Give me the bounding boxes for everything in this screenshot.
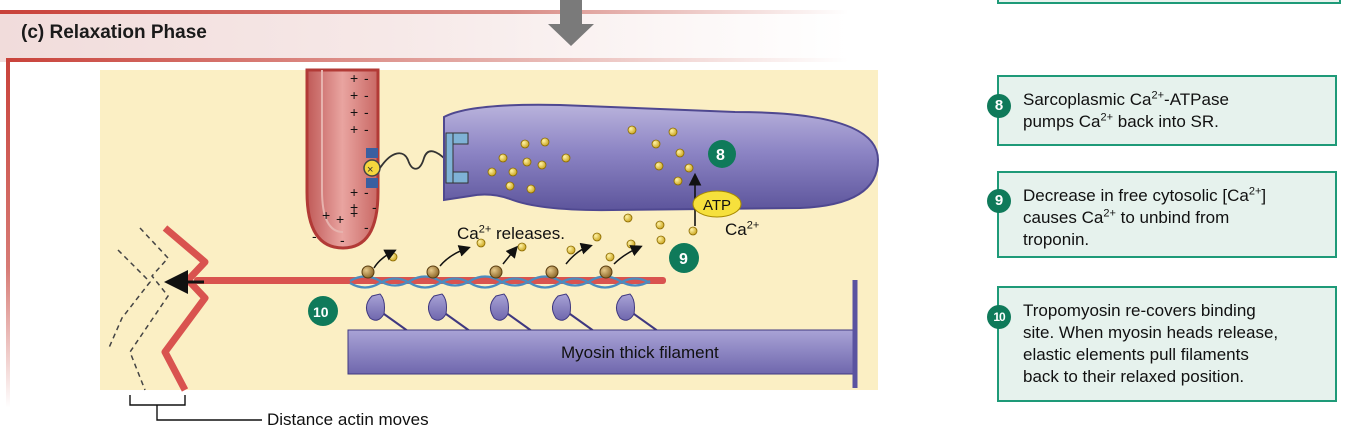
left-rule (6, 58, 10, 408)
svg-text:-: - (364, 70, 369, 86)
svg-text:-: - (364, 184, 369, 200)
svg-text:+: + (350, 104, 358, 120)
troponin-complexes (361, 265, 613, 279)
distance-leader (156, 405, 262, 421)
svg-text:-: - (340, 232, 345, 248)
z-line-relaxed-outline (129, 227, 170, 391)
svg-text:+: + (350, 121, 358, 137)
sr-calcium-ions (487, 125, 694, 194)
svg-text:-: - (312, 228, 317, 244)
myosin-thick-filament (347, 329, 854, 375)
step-10-marker (308, 296, 338, 326)
z-line (161, 225, 209, 392)
tropomyosin-strand-2 (349, 277, 651, 289)
distance-caption: Distance actin moves (267, 410, 429, 429)
step-10-badge: 10 (987, 305, 1011, 329)
t-tubule (305, 68, 380, 250)
step-9-badge: 9 (987, 189, 1011, 213)
svg-text:+: + (350, 87, 358, 103)
header-band (0, 10, 848, 62)
t-tubule-lumen-line (321, 70, 344, 233)
step-8-marker-label: 8 (716, 147, 725, 164)
step-10-box: 10 Tropomyosin re-covers binding site. W… (987, 286, 1337, 402)
transition-arrow-stem (560, 0, 582, 26)
tropomyosin-strand (349, 275, 651, 287)
dhp-receptor-bottom (366, 178, 378, 188)
transition-arrow-head (548, 24, 594, 46)
svg-text:+: + (350, 184, 358, 200)
svg-text:-: - (364, 87, 369, 103)
step-9-marker (669, 243, 699, 273)
receptor-linker (379, 150, 447, 170)
dhp-receptor-x: × (367, 164, 373, 176)
atp-pump-label: ATP (703, 197, 731, 214)
ca-releases-label: Ca2+ releases. (457, 223, 565, 243)
svg-text:+: + (350, 199, 358, 215)
step-10-text: Tropomyosin re-covers binding site. When… (1023, 301, 1279, 386)
previous-step-box (997, 0, 1341, 4)
atp-pump (692, 190, 742, 218)
step-9-marker-label: 9 (679, 251, 688, 268)
step-10-marker-label: 10 (313, 304, 329, 320)
actin-thin-filament (194, 277, 666, 284)
step-9-box: 9 Decrease in free cytosolic [Ca2+] caus… (987, 171, 1337, 258)
svg-text:+: + (336, 211, 344, 227)
svg-text:-: - (364, 104, 369, 120)
cytosolic-calcium-ions (388, 213, 698, 262)
ca-label: Ca2+ (725, 219, 760, 239)
calcium-release-arrows (373, 242, 643, 269)
step-8-marker (708, 140, 736, 168)
membrane-charges: +- +- +- +- +- +- +++ --- (312, 70, 377, 248)
sarcoplasmic-reticulum (443, 103, 880, 212)
step-8-text: Sarcoplasmic Ca2+-ATPase pumps Ca2+ back… (1023, 89, 1229, 131)
svg-text:-: - (364, 219, 369, 235)
svg-text:+: + (322, 207, 330, 223)
phase-title: (c) Relaxation Phase (21, 22, 207, 43)
myosin-label: Myosin thick filament (561, 343, 719, 362)
myosin-heads (366, 293, 635, 321)
svg-text:-: - (372, 199, 377, 215)
header-topline (0, 10, 848, 14)
step-8-box: 8 Sarcoplasmic Ca2+-ATPase pumps Ca2+ ba… (987, 75, 1337, 146)
distance-bracket (129, 395, 186, 406)
svg-text:-: - (364, 121, 369, 137)
step-8-badge: 8 (987, 94, 1011, 118)
svg-text:+: + (350, 70, 358, 86)
z-line-relaxed-outline-inner (107, 249, 151, 351)
svg-text:+: + (350, 205, 358, 221)
dhp-receptor-top (366, 148, 378, 158)
header-underline (6, 58, 848, 62)
step-9-text: Decrease in free cytosolic [Ca2+] causes… (1023, 185, 1267, 249)
ryanodine-receptor-stem (445, 132, 454, 184)
